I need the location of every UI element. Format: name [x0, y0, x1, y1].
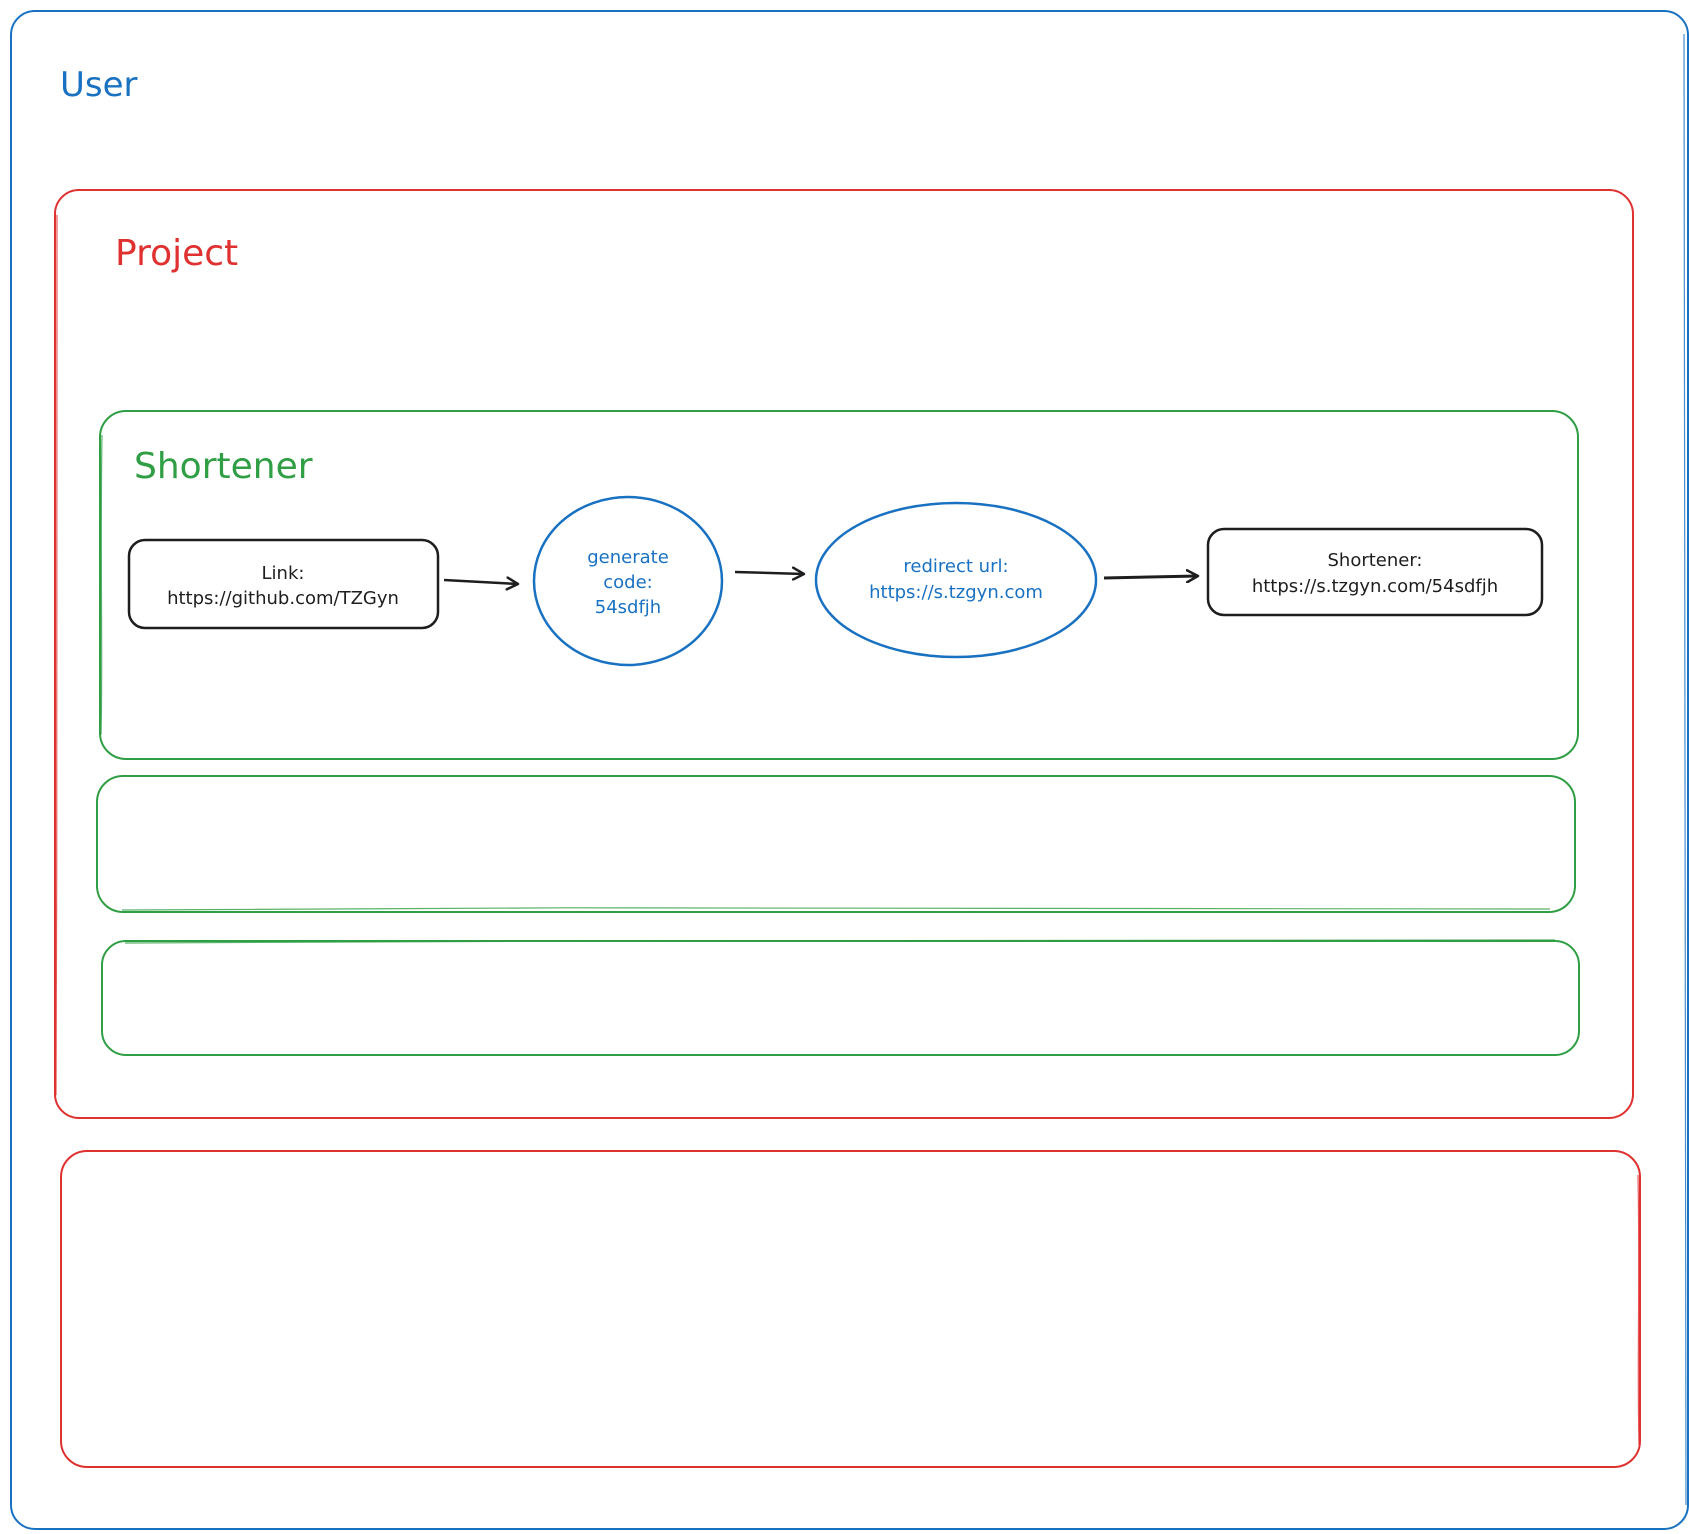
user-frame-label: User	[60, 65, 138, 105]
arrow-link-to-generate	[443, 580, 518, 584]
generate-code-line2: code:	[603, 572, 652, 593]
redirect-url-node: redirect url: https://s.tzgyn.com	[814, 501, 1098, 659]
generate-code-line1: generate	[587, 547, 669, 568]
empty-green-frame-2	[101, 939, 1580, 1056]
redirect-url-value: https://s.tzgyn.com	[869, 582, 1043, 603]
arrow-redirect-to-result	[1103, 576, 1198, 578]
link-node-url: https://github.com/TZGyn	[167, 588, 399, 609]
shortener-frame-label: Shortener	[134, 446, 313, 487]
arrow-generate-to-redirect	[734, 572, 804, 574]
shortener-result-label: Shortener:	[1327, 550, 1422, 571]
generate-code-value: 54sdfjh	[595, 597, 661, 618]
link-node-label: Link:	[262, 563, 305, 584]
project-frame: Project	[54, 189, 1634, 1119]
project-frame-label: Project	[115, 233, 238, 274]
empty-green-frame-1	[96, 775, 1576, 913]
link-node: Link: https://github.com/TZGyn	[127, 538, 440, 630]
empty-red-frame	[60, 1150, 1641, 1468]
shortener-result-node: Shortener: https://s.tzgyn.com/54sdfjh	[1206, 527, 1544, 617]
shortener-frame: Shortener	[99, 410, 1579, 760]
generate-code-node: generate code: 54sdfjh	[532, 495, 724, 667]
redirect-url-label: redirect url:	[903, 556, 1008, 577]
shortener-result-url: https://s.tzgyn.com/54sdfjh	[1252, 576, 1498, 597]
user-frame: User	[10, 10, 1689, 1530]
